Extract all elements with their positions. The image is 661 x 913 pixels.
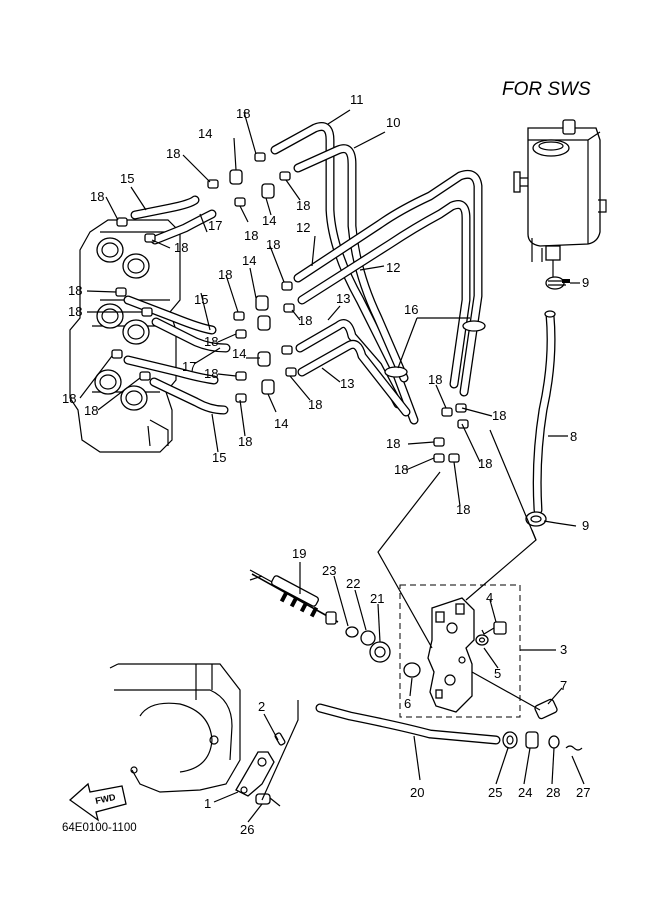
- callout-27: 27: [576, 785, 590, 800]
- callout-18: 18: [308, 397, 322, 412]
- hose-bands-16: [384, 320, 486, 378]
- callout-2: 2: [258, 699, 265, 714]
- callout-14: 14: [232, 346, 246, 361]
- callout-19: 19: [292, 546, 306, 561]
- oil-delivery-hoses: [270, 122, 483, 425]
- callout-5: 5: [494, 666, 501, 681]
- callout-18: 18: [386, 436, 400, 451]
- callout-18: 18: [238, 434, 252, 449]
- callout-18: 18: [456, 502, 470, 517]
- leader-lines: [79, 109, 585, 823]
- callout-7: 7: [560, 678, 567, 693]
- callout-11: 11: [350, 92, 364, 107]
- callout-14: 14: [262, 213, 276, 228]
- cylinder-block: [69, 219, 181, 453]
- clip-27: [565, 745, 583, 751]
- fitting-7: [471, 671, 558, 720]
- diagram-title: FOR SWS: [502, 79, 591, 100]
- hose-clip-9-upper: [545, 276, 570, 290]
- pump-drive-shaft-19: [249, 569, 339, 625]
- pump-housing-outline: [109, 663, 241, 793]
- callout-17: 17: [182, 359, 196, 374]
- callout-20: 20: [410, 785, 424, 800]
- callout-18: 18: [204, 366, 218, 381]
- callout-24: 24: [518, 785, 532, 800]
- nut-25: [502, 731, 518, 749]
- joint-26: [255, 793, 281, 807]
- callout-14: 14: [242, 253, 256, 268]
- callout-3: 3: [560, 642, 567, 657]
- callout-28: 28: [546, 785, 560, 800]
- callout-18: 18: [204, 334, 218, 349]
- callout-18: 18: [428, 372, 442, 387]
- washer-23: [345, 626, 359, 638]
- callout-25: 25: [488, 785, 502, 800]
- callout-18: 18: [68, 304, 82, 319]
- callout-16: 16: [404, 302, 418, 317]
- callout-4: 4: [486, 590, 493, 605]
- oil-pump-assembly-box: [399, 584, 521, 718]
- union-24: [525, 731, 539, 749]
- callout-18: 18: [394, 462, 408, 477]
- bolt-4: [481, 621, 507, 635]
- check-valves-14: [229, 169, 275, 395]
- fwd-arrow-icon: FWD: [68, 782, 127, 822]
- callout-22: 22: [346, 576, 360, 591]
- oil-seal-21: [369, 641, 391, 663]
- washer-5: [475, 634, 489, 646]
- callout-18: 18: [218, 267, 232, 282]
- callout-14: 14: [198, 126, 212, 141]
- hose-clip-9-lower: [525, 511, 557, 527]
- o-ring-22: [360, 630, 376, 646]
- callout-13: 13: [340, 376, 354, 391]
- hose-clips-18-lower: [433, 403, 469, 463]
- callout-15: 15: [194, 292, 208, 307]
- callout-18: 18: [266, 237, 280, 252]
- callout-18: 18: [68, 283, 82, 298]
- callout-23: 23: [322, 563, 336, 578]
- part-code: 64E0100-1100: [62, 822, 137, 834]
- callout-18: 18: [478, 456, 492, 471]
- callout-13: 13: [336, 291, 350, 306]
- callout-18: 18: [298, 313, 312, 328]
- callout-17: 17: [208, 218, 222, 233]
- callout-18: 18: [174, 240, 188, 255]
- callout-18: 18: [90, 189, 104, 204]
- oil-pipe-20: [315, 703, 501, 745]
- callout-6: 6: [404, 696, 411, 711]
- callout-15: 15: [120, 171, 134, 186]
- callout-15: 15: [212, 450, 226, 465]
- callout-18: 18: [492, 408, 506, 423]
- hose-clips-18-middle: [207, 152, 297, 403]
- callout-21: 21: [370, 591, 384, 606]
- oil-tank: [513, 119, 607, 278]
- oil-hose-8: [532, 310, 556, 515]
- callout-18: 18: [296, 198, 310, 213]
- pin-2: [274, 732, 286, 746]
- gasket-28: [548, 735, 560, 749]
- callout-10: 10: [386, 115, 400, 130]
- callout-9: 9: [582, 518, 589, 533]
- fwd-label: FWD: [94, 792, 117, 806]
- callout-8: 8: [570, 429, 577, 444]
- callout-18: 18: [244, 228, 258, 243]
- callout-9: 9: [582, 275, 589, 290]
- hose-clips-18-left: [111, 217, 156, 381]
- oil-pump-3: [427, 597, 475, 713]
- callout-18: 18: [84, 403, 98, 418]
- callout-14: 14: [274, 416, 288, 431]
- callout-18: 18: [236, 106, 250, 121]
- pump-link-lever-1: [235, 751, 275, 797]
- callout-12: 12: [386, 260, 400, 275]
- callout-labels: 11 10 12 12 13 13 16 15 15 15 17 17 14 1…: [62, 92, 590, 837]
- callout-18: 18: [166, 146, 180, 161]
- callout-12: 12: [296, 220, 310, 235]
- callout-18: 18: [62, 391, 76, 406]
- o-ring-6: [403, 662, 421, 678]
- callout-1: 1: [204, 796, 211, 811]
- callout-26: 26: [240, 822, 254, 837]
